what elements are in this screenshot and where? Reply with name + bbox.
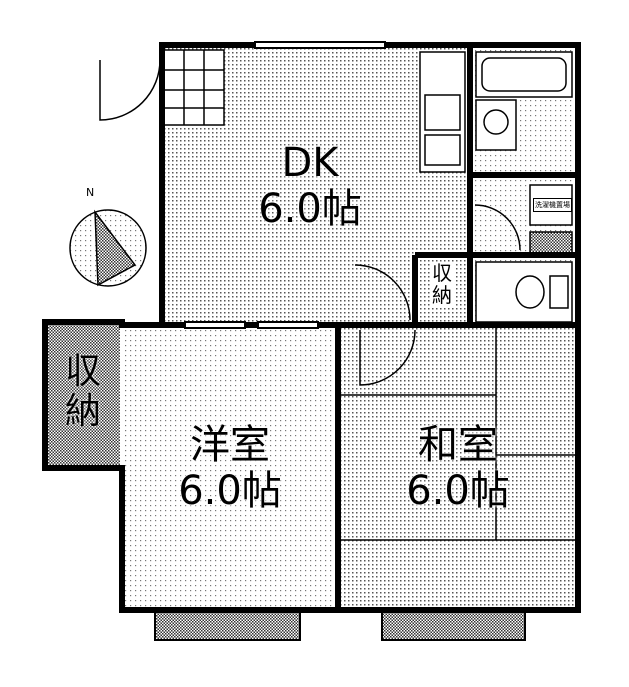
western-room-floor	[122, 327, 338, 610]
japanese-room-label: 和室 6.0帖	[378, 422, 538, 514]
western-room-label: 洋室 6.0帖	[150, 422, 310, 514]
north-label: N	[86, 186, 95, 199]
kitchen-counter	[419, 51, 466, 173]
japanese-room-name: 和室	[418, 422, 498, 468]
washer-label: 洗濯機置場	[533, 198, 572, 212]
japanese-room-size: 6.0帖	[406, 468, 510, 514]
left-storage-floor	[47, 322, 120, 468]
tatami-lines	[340, 327, 576, 541]
windows	[154, 41, 526, 641]
door-swings	[99, 59, 521, 386]
dk-size: 6.0帖	[258, 186, 362, 232]
western-room-size: 6.0帖	[178, 468, 282, 514]
left-storage-label: 収納	[64, 351, 101, 432]
north-compass	[69, 209, 147, 287]
dk-label: DK 6.0帖	[230, 140, 390, 232]
western-room-name: 洋室	[190, 422, 270, 468]
dk-name: DK	[281, 140, 339, 186]
japanese-room-floor	[340, 327, 576, 610]
stairs	[163, 49, 225, 126]
bathroom	[475, 51, 573, 323]
center-storage-label: 収納	[430, 261, 454, 307]
